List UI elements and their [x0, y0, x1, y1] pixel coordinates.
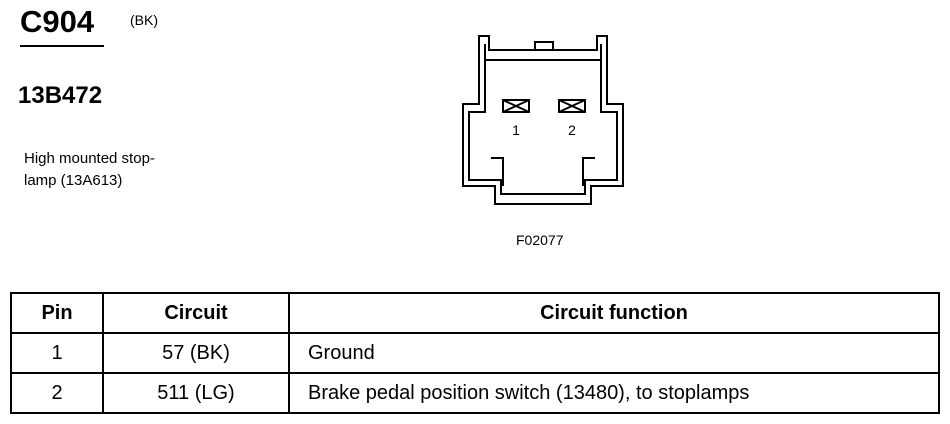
header-circuit: Circuit	[102, 292, 290, 334]
table-row: 2 511 (LG) Brake pedal position switch (…	[10, 372, 940, 414]
connector-housing-outline	[462, 35, 624, 205]
part-number: 13B472	[18, 82, 103, 109]
circuit-cell: 511 (LG)	[102, 372, 290, 414]
connector-face-diagram: 1 2	[462, 35, 624, 205]
description-line-1: High mounted stop-	[24, 150, 155, 167]
circuit-cell: 57 (BK)	[102, 332, 290, 374]
pin-label-2: 2	[568, 122, 576, 138]
pin-cell: 1	[10, 332, 104, 374]
connector-housing-inner	[468, 44, 618, 195]
connector-key	[491, 157, 595, 186]
table-header-row: Pin Circuit Circuit function	[10, 292, 940, 334]
connector-id-underline	[20, 45, 104, 47]
connector-id: C904	[20, 4, 95, 39]
pin-label-1: 1	[512, 122, 520, 138]
figure-id: F02077	[516, 232, 564, 248]
terminal-1-icon	[502, 99, 530, 113]
connector-latch	[534, 41, 554, 51]
connector-color: (BK)	[130, 12, 158, 28]
header-circuit-function: Circuit function	[288, 292, 940, 334]
description-line-2: lamp (13A613)	[24, 172, 123, 189]
pin-cell: 2	[10, 372, 104, 414]
function-cell: Brake pedal position switch (13480), to …	[288, 372, 940, 414]
pin-table: Pin Circuit Circuit function 1 57 (BK) G…	[10, 292, 940, 414]
terminal-2-icon	[558, 99, 586, 113]
function-cell: Ground	[288, 332, 940, 374]
table-row: 1 57 (BK) Ground	[10, 332, 940, 374]
header-pin: Pin	[10, 292, 104, 334]
component-description: High mounted stop- lamp (13A613)	[24, 148, 194, 192]
